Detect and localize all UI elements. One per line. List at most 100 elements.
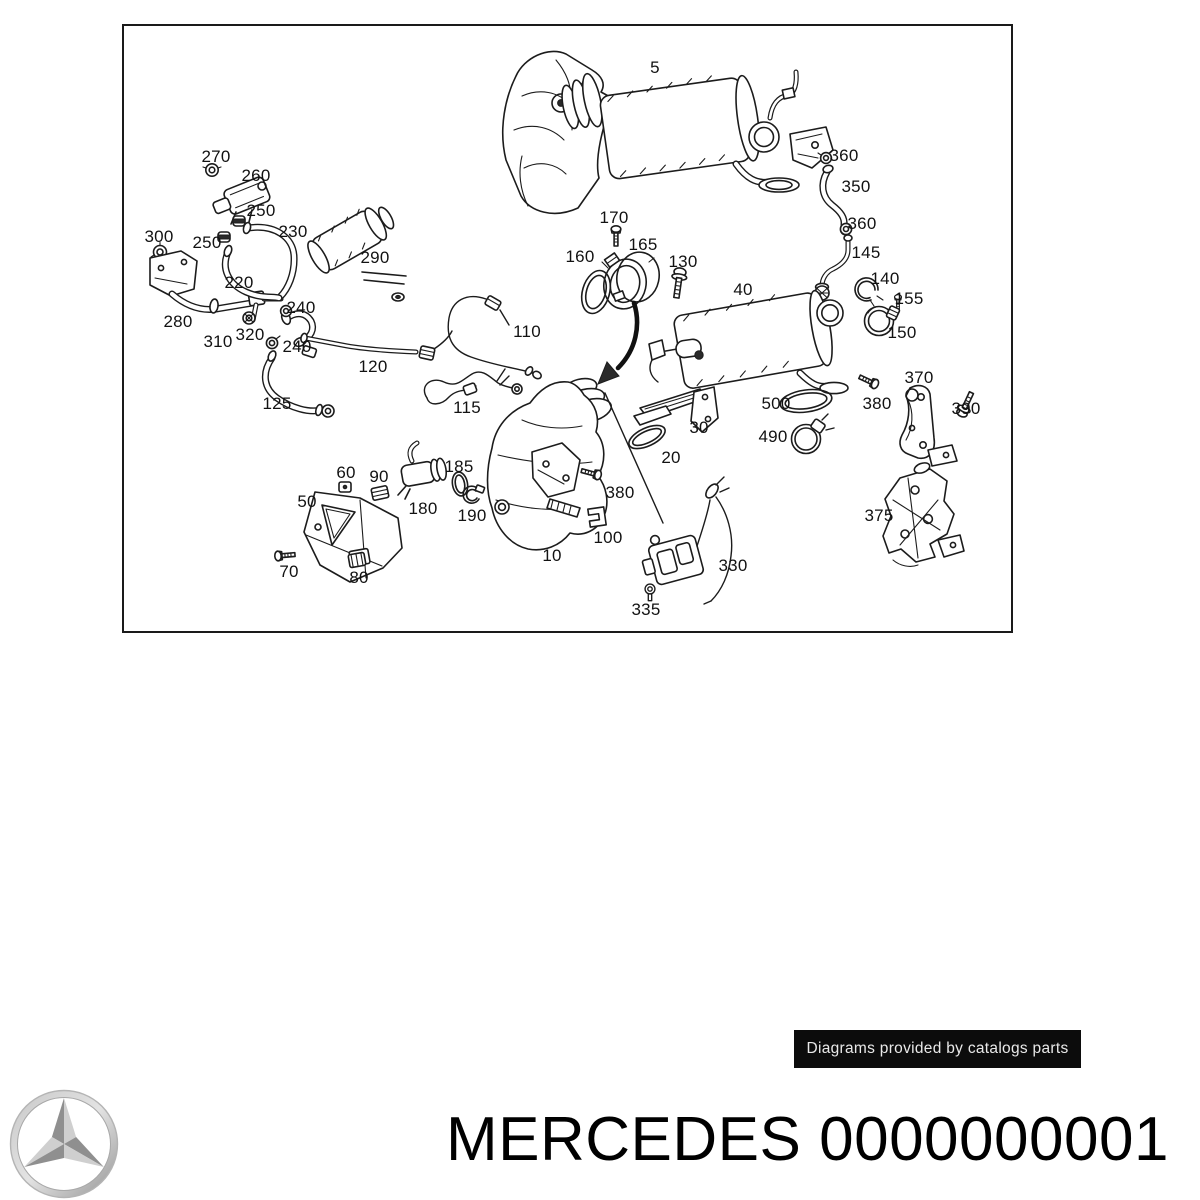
part-100-clip-icon (587, 506, 607, 528)
part-number-label: 170 (599, 208, 629, 227)
part-number-label: 100 (593, 528, 623, 547)
part-number-label: 40 (733, 280, 753, 299)
part-180-valve-icon (397, 440, 448, 500)
part-number-label: 250 (246, 201, 276, 220)
part-360-nut-icon (817, 151, 833, 165)
part-number-label: 500 (761, 394, 791, 413)
part-number-label: 380 (605, 483, 635, 502)
mercedes-logo (8, 1089, 120, 1199)
part-170-bolt-icon (610, 225, 622, 247)
part-370-bracket-icon (899, 384, 958, 467)
part-50-heat-shield-icon (303, 491, 403, 583)
part-number-label: 190 (457, 506, 487, 525)
part-number-label: 250 (192, 233, 222, 252)
part-220-hose-icon (221, 244, 283, 302)
part-number-label: 270 (201, 147, 231, 166)
part-number-label: 240 (282, 337, 312, 356)
part-number-label: 390 (951, 399, 981, 418)
leader-line (604, 392, 664, 524)
part-250-grommet-icon (217, 231, 231, 243)
part-30-shield-strip-icon (633, 386, 719, 433)
part-number-label: 90 (369, 467, 389, 486)
part-380-bolt-icon (856, 371, 881, 391)
part-5-muffler-assembly-icon (361, 50, 834, 302)
part-number-label: 110 (513, 322, 541, 341)
part-10-catalytic-converter-icon (486, 377, 613, 551)
part-number-label: 60 (336, 463, 356, 482)
part-number-label: 240 (286, 298, 316, 317)
part-number-label: 300 (144, 227, 174, 246)
part-number-label: 330 (718, 556, 748, 575)
part-number-label: 370 (904, 368, 934, 387)
part-number-label: 375 (864, 506, 894, 525)
part-number-label: 380 (862, 394, 892, 413)
part-number-label: 310 (203, 332, 233, 351)
part-number-label: 320 (235, 325, 265, 344)
part-120-fuel-line-icon (300, 330, 453, 361)
part-number-label: 360 (829, 146, 859, 165)
part-number-label: 125 (262, 394, 292, 413)
part-390-bolt-icon (956, 390, 975, 418)
part-number-label: 30 (689, 418, 709, 437)
part-270-nut-icon (202, 163, 222, 177)
part-375-mount-assembly-icon (882, 462, 965, 567)
part-280-pipe-bracket-icon (149, 250, 284, 323)
part-145-pipe-icon (814, 234, 853, 301)
part-number-label: 220 (224, 273, 254, 292)
part-number-label: 360 (847, 214, 877, 233)
part-90-clip-icon (370, 485, 390, 501)
part-115-oxygen-sensor-icon (423, 368, 523, 405)
part-130-bolt-icon (671, 267, 688, 299)
part-number-label: 5 (650, 58, 660, 77)
pointer-arrow-icon (597, 300, 640, 385)
part-number-label: 20 (661, 448, 681, 467)
part-185-oring-icon (451, 471, 469, 497)
watermark-text: Diagrams provided by catalogs parts (806, 1040, 1069, 1057)
part-140-clamp-icon (854, 277, 884, 307)
part-240-clamp-icon (265, 335, 281, 350)
part-230-hose-icon (242, 221, 298, 301)
part-number-label: 70 (279, 562, 299, 581)
part-number-label: 185 (444, 457, 474, 476)
part-490-clamp-icon (790, 413, 835, 455)
part-240-coupler-icon (301, 345, 318, 359)
part-250-grommet-icon (232, 215, 246, 227)
part-125-hose-icon (261, 350, 335, 418)
part-number-label: 140 (870, 269, 900, 288)
part-350-hose-icon (819, 164, 848, 229)
part-number-label: 160 (565, 247, 595, 266)
part-190-clamp-icon (462, 484, 486, 504)
part-40-muffler-icon (648, 289, 849, 395)
part-number-label: 350 (841, 177, 871, 196)
part-number-label: 280 (163, 312, 193, 331)
part-320-nut-icon (242, 311, 256, 325)
part-260-sensor-icon (212, 176, 271, 225)
part-number-label: 260 (241, 166, 271, 185)
part-500-seal-ring-icon (779, 388, 833, 414)
part-number-label: 335 (631, 600, 661, 619)
part-160-gasket-ring-icon (580, 269, 612, 315)
part-80-clip-icon (347, 551, 367, 569)
part-60-clip-icon (338, 481, 352, 493)
footer-title: MERCEDES 0000000001 (446, 1105, 1169, 1174)
part-number-label: 120 (358, 357, 388, 376)
part-number-label: 490 (758, 427, 788, 446)
part-number-label: 230 (278, 222, 308, 241)
part-70-bolt-icon (273, 548, 297, 562)
part-number-label: 80 (349, 568, 369, 587)
part-number-label: 130 (668, 252, 698, 271)
part-number-label: 165 (628, 235, 658, 254)
part-330-nox-sensor-module-icon (641, 476, 733, 605)
part-20-gasket-ring-icon (628, 424, 666, 450)
part-number-label: 145 (851, 243, 881, 262)
part-150-clamp-icon (863, 305, 901, 337)
part-number-label: 180 (408, 499, 438, 518)
part-110-temp-sensor-icon (447, 295, 542, 380)
part-290-resonator-icon (307, 206, 395, 274)
part-number-label: 115 (453, 398, 481, 417)
part-number-label: 50 (297, 492, 317, 511)
part-number-label: 10 (542, 546, 562, 565)
